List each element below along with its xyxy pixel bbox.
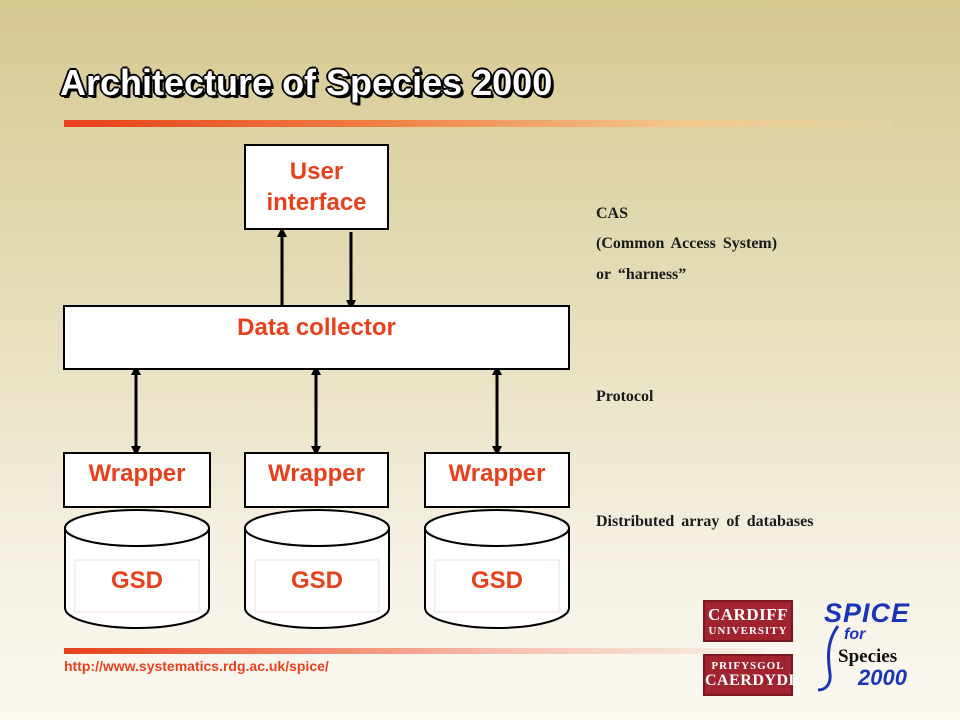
cas-label-line3: or “harness” [596,266,687,283]
wrapper-label: Wrapper [88,460,186,488]
wrapper-label: Wrapper [448,460,546,488]
cardiff-logo-line1: CARDIFF [708,605,788,624]
cas-label-line2: (Common Access System) [596,235,778,252]
database-label: GSD [471,567,523,594]
spice-logo-line2: for [844,626,866,643]
wrapper-box-2: Wrapper [244,452,389,508]
spice-logo-line4: 2000 [858,665,907,690]
protocol-label: Protocol [596,388,654,405]
cardiff-logo-line2: UNIVERSITY [708,625,788,637]
slide-title: Architecture of Species 2000 [60,62,553,103]
user-interface-label: User interface [266,157,367,216]
spice-species2000-logo: SPICE for Species 2000 [812,596,932,696]
prifysgol-logo-line2: CAERDYDD [705,672,801,689]
database-label: GSD [291,567,343,594]
database-cylinder-3: GSD [424,509,570,629]
wrapper-box-1: Wrapper [63,452,211,508]
database-cylinder-2: GSD [244,509,390,629]
title-rule [64,120,894,127]
spice-bracket-icon [817,625,840,692]
footer-rule [64,648,764,654]
prifysgol-logo-line1: PRIFYSGOL [711,660,785,672]
spice-logo-line1: SPICE [824,598,911,628]
cas-label-line1: CAS [596,205,629,222]
footer-url[interactable]: http://www.systematics.rdg.ac.uk/spice/ [64,658,329,674]
data-collector-label: Data collector [237,313,396,341]
prifysgol-caerdydd-logo: PRIFYSGOL CAERDYDD [703,654,801,696]
data-collector-box: Data collector [63,305,570,370]
database-cylinder-1: GSD [64,509,210,629]
user-interface-box: User interface [244,144,389,230]
distributed-label: Distributed array of databases [596,513,814,530]
database-label: GSD [111,567,163,594]
wrapper-box-3: Wrapper [424,452,570,508]
spice-logo-line3: Species [838,646,898,667]
cardiff-university-logo: CARDIFF UNIVERSITY [703,600,793,642]
wrapper-label: Wrapper [268,460,365,488]
